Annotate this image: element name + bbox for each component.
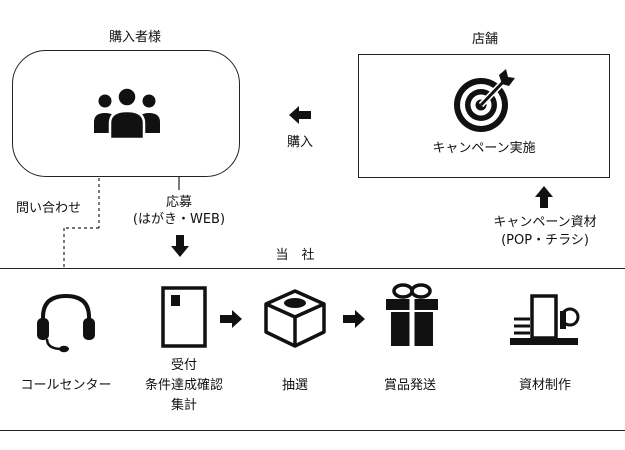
postcard-icon [161,286,207,348]
materials-label-1: キャンペーン資材 [493,215,597,230]
lottery-box-icon [264,289,326,348]
dept-shipping-label: 賞品発送 [383,378,436,393]
gift-icon [386,283,438,346]
purchase-arrow-icon [289,106,311,124]
target-icon [454,69,515,132]
company-title: 当 社 [275,248,315,263]
purchase-label: 購入 [286,135,313,150]
apply-label-2: (はがき・WEB) [132,212,226,227]
process-arrow-icon [220,310,242,328]
dept-reception-label-1: 受付 [170,358,197,373]
dept-reception-label-3: 集計 [170,398,197,413]
inquiry-label: 問い合わせ [16,201,82,216]
customer-box [12,50,240,177]
customer-title: 購入者様 [108,30,161,45]
dept-reception-label-2: 条件達成確認 [144,378,223,393]
store-box: キャンペーン実施 [358,54,610,178]
dept-lottery-label: 抽選 [281,378,308,393]
materials-arrow-icon [535,186,553,208]
company-box [0,268,625,431]
users-group-icon [94,86,160,141]
process-arrow-icon [343,310,365,328]
headset-icon [37,293,95,353]
dept-materials-label: 資材制作 [518,378,571,393]
apply-arrow-icon [171,235,189,257]
apply-label-1: 応募 [165,195,192,210]
printer-icon [510,294,580,345]
store-title: 店舗 [471,32,498,47]
store-caption: キャンペーン実施 [432,141,536,156]
materials-label-2: (POP・チラシ) [501,233,589,248]
dept-callcenter-label: コールセンター [20,378,112,393]
